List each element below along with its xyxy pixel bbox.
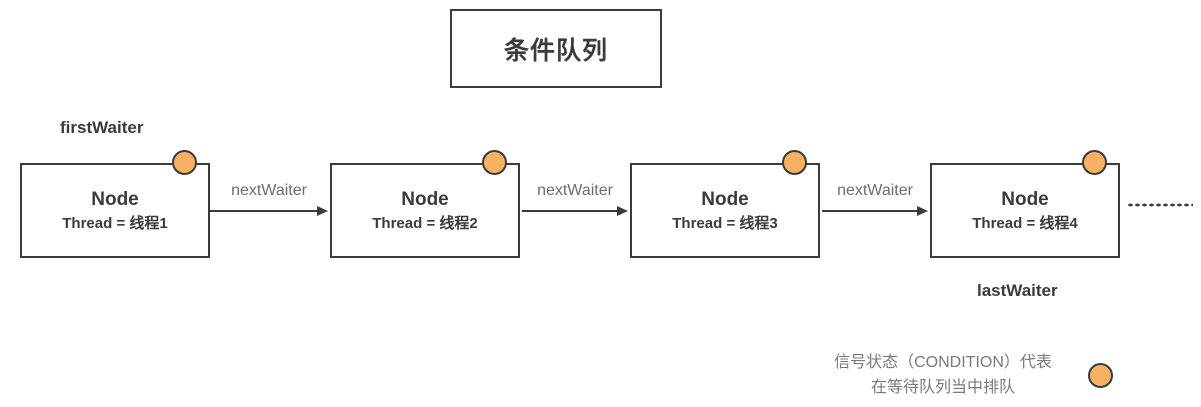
node-box-2: Node Thread = 线程2 [330,163,520,258]
page-title: 条件队列 [503,36,608,65]
connector-line [822,210,917,212]
node-title: Node [91,188,139,210]
legend-line-1: 信号状态（CONDITION）代表 [834,354,1052,371]
node-title: Node [701,188,749,210]
connector-2: nextWaiter [522,182,628,218]
node-title: Node [1001,188,1049,210]
continuation-dots-icon [1127,203,1193,207]
node-title: Node [401,188,449,210]
node-thread-label: Thread = 线程1 [62,214,168,232]
node-thread-label: Thread = 线程4 [972,214,1078,232]
connector-line [522,210,617,212]
last-waiter-label: lastWaiter [977,281,1058,300]
connector-label: nextWaiter [231,182,307,199]
connector-label: nextWaiter [537,182,613,199]
condition-state-dot-icon [1082,150,1107,175]
legend-line-2: 在等待队列当中排队 [870,379,1015,396]
node-thread-label: Thread = 线程3 [672,214,778,232]
connector-1: nextWaiter [210,182,328,218]
legend: 信号状态（CONDITION）代表 在等待队列当中排队 [812,350,1122,400]
arrow-head-icon [317,206,328,216]
diagram-title-box: 条件队列 [450,9,662,88]
legend-text: 信号状态（CONDITION）代表 在等待队列当中排队 [812,350,1074,400]
legend-swatch-dot-icon [1088,362,1113,388]
node-box-3: Node Thread = 线程3 [630,163,820,258]
node-box-1: Node Thread = 线程1 [20,163,210,258]
connector-label: nextWaiter [837,182,913,199]
node-box-4: Node Thread = 线程4 [930,163,1120,258]
condition-state-dot-icon [172,150,197,175]
arrow-head-icon [917,206,928,216]
condition-state-dot-icon [482,150,507,175]
connector-line [210,210,317,212]
node-thread-label: Thread = 线程2 [372,214,478,232]
first-waiter-label: firstWaiter [60,118,144,137]
condition-state-dot-icon [782,150,807,175]
arrow-head-icon [617,206,628,216]
connector-3: nextWaiter [822,182,928,218]
